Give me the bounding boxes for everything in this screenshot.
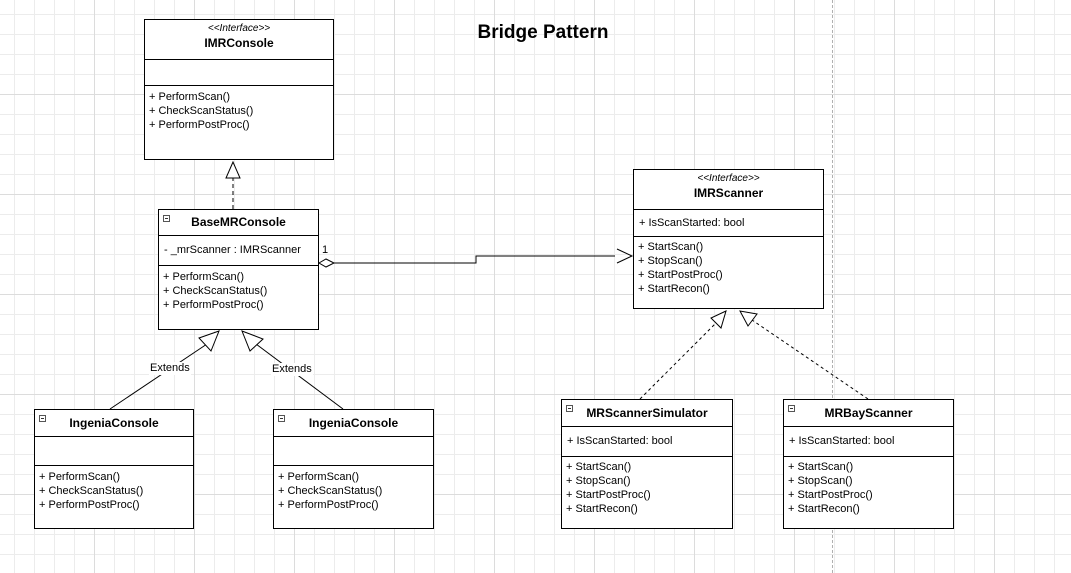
class-basemrconsole[interactable]: BaseMRConsole - _mrScanner : IMRScanner … — [158, 209, 319, 330]
operation: + StartRecon() — [566, 503, 638, 515]
class-header: MRBayScanner — [784, 400, 953, 427]
extends-label-right: Extends — [271, 363, 313, 376]
collapse-icon[interactable] — [788, 405, 795, 412]
operation: + CheckScanStatus() — [149, 105, 254, 117]
operation: + PerformPostProc() — [149, 119, 250, 131]
class-mrscannersimulator[interactable]: MRScannerSimulator + IsScanStarted: bool… — [561, 399, 733, 529]
class-name: BaseMRConsole — [191, 215, 286, 229]
page-break-line — [832, 0, 833, 573]
operation: + PerformPostProc() — [163, 299, 264, 311]
attributes-compartment — [35, 437, 193, 466]
operation: + PerformPostProc() — [278, 499, 379, 511]
operations-compartment: + StartScan() + StopScan() + StartPostPr… — [634, 237, 823, 300]
operation: + StartScan() — [638, 241, 704, 253]
stereotype-label: <<Interface>> — [207, 23, 271, 34]
class-mrbayscanner[interactable]: MRBayScanner + IsScanStarted: bool + Sta… — [783, 399, 954, 529]
attributes-compartment — [274, 437, 433, 466]
operation: + PerformPostProc() — [39, 499, 140, 511]
operation: + CheckScanStatus() — [278, 485, 383, 497]
operation: + PerformScan() — [39, 471, 120, 483]
extends-right-arrowhead — [241, 330, 264, 352]
attributes-compartment: + IsScanStarted: bool — [634, 210, 823, 237]
class-header: MRScannerSimulator — [562, 400, 732, 427]
attribute: - _mrScanner : IMRScanner — [164, 244, 301, 256]
operations-compartment: + PerformScan() + CheckScanStatus() + Pe… — [145, 86, 333, 136]
realization-bayscanner-line — [751, 319, 869, 400]
realization-arrowhead-imrconsole — [225, 160, 241, 179]
operation: + StartPostProc() — [638, 269, 723, 281]
class-name: IngeniaConsole — [308, 416, 399, 430]
diagram-title: Bridge Pattern — [477, 22, 609, 43]
collapse-icon[interactable] — [163, 215, 170, 222]
class-header: IngeniaConsole — [274, 410, 433, 437]
class-header: <<Interface>> IMRScanner — [634, 170, 823, 210]
extends-left-line — [109, 343, 208, 410]
extends-label-left: Extends — [149, 362, 191, 375]
attributes-compartment — [145, 60, 333, 86]
operation: + StopScan() — [566, 475, 631, 487]
class-header: BaseMRConsole — [159, 210, 318, 236]
class-name: MRScannerSimulator — [586, 406, 708, 420]
operations-compartment: + PerformScan() + CheckScanStatus() + Pe… — [274, 466, 433, 516]
operation: + StartScan() — [566, 461, 632, 473]
class-name: IMRConsole — [204, 36, 274, 50]
class-imrscanner[interactable]: <<Interface>> IMRScanner + IsScanStarted… — [633, 169, 824, 309]
operations-compartment: + PerformScan() + CheckScanStatus() + Pe… — [35, 466, 193, 516]
attribute: + IsScanStarted: bool — [639, 217, 745, 229]
attributes-compartment: - _mrScanner : IMRScanner — [159, 236, 318, 266]
extends-left-arrowhead — [198, 330, 220, 352]
operation: + StartRecon() — [788, 503, 860, 515]
attributes-compartment: + IsScanStarted: bool — [784, 427, 953, 457]
operations-compartment: + PerformScan() + CheckScanStatus() + Pe… — [159, 266, 318, 316]
operation: + StopScan() — [638, 255, 703, 267]
attributes-compartment: + IsScanStarted: bool — [562, 427, 732, 457]
operations-compartment: + StartScan() + StopScan() + StartPostPr… — [562, 457, 732, 520]
aggregation-line — [334, 255, 615, 264]
operation: + StartRecon() — [638, 283, 710, 295]
realization-bayscanner-arrowhead — [739, 310, 758, 327]
multiplicity-label: 1 — [322, 244, 329, 256]
operation: + StopScan() — [788, 475, 853, 487]
operation: + PerformScan() — [163, 271, 244, 283]
operation: + StartPostProc() — [566, 489, 651, 501]
attribute: + IsScanStarted: bool — [567, 435, 673, 447]
realization-simulator-line — [639, 322, 717, 400]
operation: + PerformScan() — [278, 471, 359, 483]
operation: + StartPostProc() — [788, 489, 873, 501]
aggregation-arrowhead — [616, 248, 634, 264]
collapse-icon[interactable] — [39, 415, 46, 422]
operations-compartment: + StartScan() + StopScan() + StartPostPr… — [784, 457, 953, 520]
realization-simulator-arrowhead — [710, 310, 727, 329]
operation: + CheckScanStatus() — [39, 485, 144, 497]
class-name: MRBayScanner — [824, 406, 913, 420]
operation: + StartScan() — [788, 461, 854, 473]
class-ingeniaconsole-left[interactable]: IngeniaConsole + PerformScan() + CheckSc… — [34, 409, 194, 529]
attribute: + IsScanStarted: bool — [789, 435, 895, 447]
class-name: IMRScanner — [693, 186, 764, 200]
class-header: IngeniaConsole — [35, 410, 193, 437]
class-header: <<Interface>> IMRConsole — [145, 20, 333, 60]
extends-right-line — [255, 343, 344, 410]
collapse-icon[interactable] — [566, 405, 573, 412]
class-imrconsole[interactable]: <<Interface>> IMRConsole + PerformScan()… — [144, 19, 334, 160]
class-name: IngeniaConsole — [69, 416, 159, 430]
class-ingeniaconsole-right[interactable]: IngeniaConsole + PerformScan() + CheckSc… — [273, 409, 434, 529]
operation: + CheckScanStatus() — [163, 285, 268, 297]
aggregation-diamond — [317, 258, 336, 268]
stereotype-label: <<Interface>> — [697, 173, 760, 184]
operation: + PerformScan() — [149, 91, 230, 103]
collapse-icon[interactable] — [278, 415, 285, 422]
